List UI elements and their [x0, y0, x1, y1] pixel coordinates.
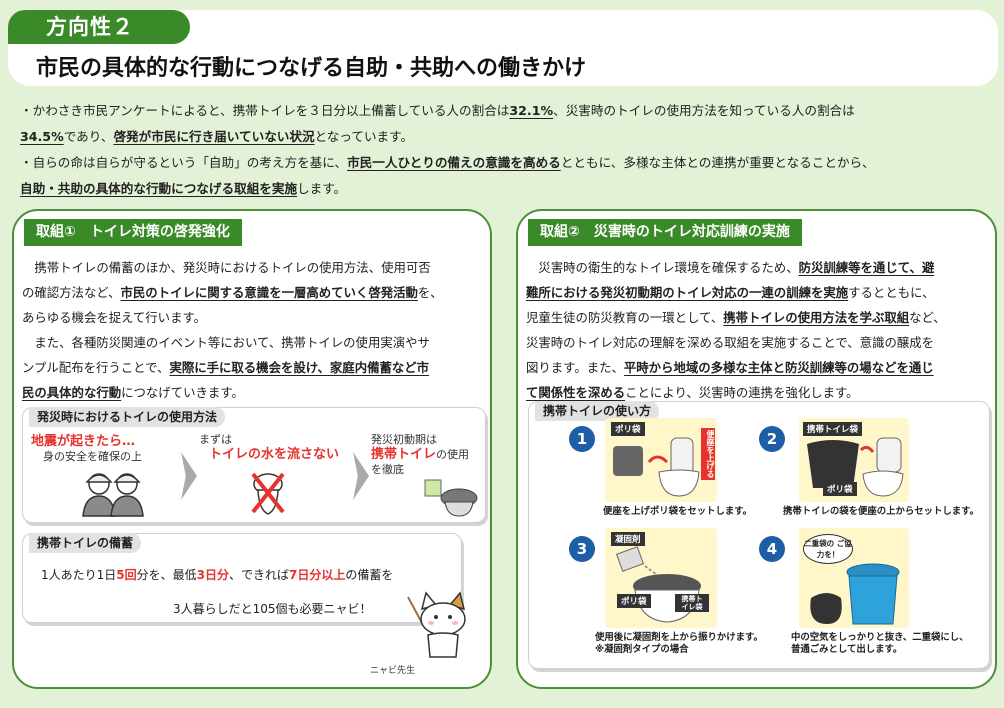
step-1-caption: 便座を上げポリ袋をセットします。 — [603, 506, 753, 517]
step-3-side-label: ポリ袋 — [617, 594, 651, 608]
portable-toilet-icon — [424, 479, 478, 517]
intro-line-2: 34.5%であり、啓発が市民に行き届いていない状況となっています。 — [20, 129, 414, 144]
step-portable-title: 携帯トイレ — [371, 447, 437, 462]
page-title: 市民の具体的な行動につなげる自助・共助への働きかけ — [36, 56, 587, 81]
trash-bin-icon — [810, 563, 900, 625]
intro-line-3: ・自らの命は自らが守るという「自助」の考え方を基に、市民一人ひとりの備えの意識を… — [20, 155, 875, 170]
step-3-caption-1: 使用後に凝固剤を上から振りかけます。 — [595, 632, 763, 643]
initiative-1-heading: 取組① トイレ対策の啓発強化 — [24, 219, 242, 246]
right-line-2: 難所における発災初動期のトイレ対応の一連の訓練を実施するとともに、 — [526, 285, 935, 300]
step-2-toilet-icon — [807, 437, 904, 497]
step-3-caption-2: ※凝固剤タイプの場合 — [595, 644, 689, 655]
toilet-no-flush-icon — [251, 472, 285, 515]
step-1-illustration: ポリ袋 便座を上げる — [605, 418, 717, 502]
step-3-illustration: 凝固剤 ポリ袋 携帯トイレ袋 — [605, 528, 717, 628]
howto-heading: 携帯トイレの使い方 — [535, 401, 660, 421]
initiative-1-panel: 取組① トイレ対策の啓発強化 携帯トイレの備蓄のほか、発災時におけるトイレの使用… — [12, 209, 492, 689]
initiative-2-body: 災害時の衛生的なトイレ環境を確保するため、防災訓練等を通じて、避 難所における発… — [526, 255, 985, 405]
step-3-side-label-2: 携帯トイレ袋 — [675, 594, 709, 612]
mascot-name: ニャビ先生 — [370, 666, 416, 676]
intro-line-1: ・かわさき市民アンケートによると、携帯トイレを３日分以上備蓄している人の割合は3… — [20, 103, 855, 118]
arrow-chevron-icon — [181, 452, 197, 500]
step-2-illustration: 携帯トイレ袋 ポリ袋 — [799, 418, 909, 502]
step-earthquake-title: 地震が起きたら… — [31, 434, 136, 449]
step-no-flush-pre: まずは — [199, 433, 232, 446]
portable-toilet-howto-box: 携帯トイレの使い方 1 ポリ袋 便座を上げる 便座を上げポリ袋をセットします。 … — [528, 401, 990, 669]
left-line-1: 携帯トイレの備蓄のほか、発災時におけるトイレの使用方法、使用可否 — [22, 260, 431, 275]
intro-line-4: 自助・共助の具体的な行動につなげる取組を実施します。 — [20, 181, 347, 196]
step-2-caption: 携帯トイレの袋を便座の上からセットします。 — [783, 506, 979, 517]
right-line-3: 児童生徒の防災教育の一環として、携帯トイレの使用方法を学ぶ取組など、 — [526, 310, 946, 325]
initiative-2-heading: 取組② 災害時のトイレ対応訓練の実施 — [528, 219, 802, 246]
step-no-flush: まずは トイレの水を流さない — [199, 432, 359, 462]
step-no-flush-title: トイレの水を流さない — [209, 447, 340, 462]
intro-text: ・かわさき市民アンケートによると、携帯トイレを３日分以上備蓄している人の割合は3… — [20, 98, 990, 202]
usage-heading: 発災時におけるトイレの使用方法 — [29, 407, 226, 427]
step-portable-pre: 発災初動期は — [371, 433, 437, 446]
cat-mascot-icon — [407, 591, 466, 658]
left-line-6: 民の具体的な行動につなげていきます。 — [22, 385, 244, 400]
step-portable-post: の使用 — [436, 448, 470, 461]
step-portable-toilet: 発災初動期は 携帯トイレの使用 を徹底 — [371, 432, 483, 477]
step-1-toilet-icon — [613, 437, 700, 497]
step-earthquake: 地震が起きたら… 身の安全を確保の上 — [31, 434, 181, 464]
initiative-2-panel: 取組② 災害時のトイレ対応訓練の実施 災害時の衛生的なトイレ環境を確保するため、… — [516, 209, 997, 689]
step-4-caption-2: 普通ごみとして出します。 — [791, 644, 903, 655]
step-3-toilet-icon — [615, 546, 701, 623]
step-3-tag: 凝固剤 — [611, 532, 645, 546]
left-line-5: ンプル配布を行うことで、実際に手に取る機会を設け、家庭内備蓄など市 — [22, 360, 430, 375]
workers-icon — [82, 473, 144, 517]
step-2-tag: 携帯トイレ袋 — [803, 422, 863, 436]
right-line-6: て関係性を深めることにより、災害時の連携を強化します。 — [526, 385, 859, 400]
stockpile-line-1: 1人あたり1日5回分を、最低3日分、できれば7日分以上の備蓄を — [41, 568, 394, 582]
step-3-number: 3 — [569, 536, 595, 562]
step-4-caption-1: 中の空気をしっかりと抜き、二重袋にし、 — [791, 632, 969, 643]
direction-tag: 方向性２ — [8, 10, 190, 44]
step-earthquake-text: 身の安全を確保の上 — [43, 450, 142, 463]
step-4-illustration: 二重袋の ご協力を！ — [799, 528, 909, 628]
step-1-side-label: 便座を上げる — [701, 428, 715, 480]
left-line-3: あらゆる機会を捉えて行います。 — [22, 310, 206, 325]
left-line-4: また、各種防災関連のイベント等において、携帯トイレの使用実演やサ — [22, 335, 430, 350]
right-line-1: 災害時の衛生的なトイレ環境を確保するため、防災訓練等を通じて、避 — [526, 260, 935, 275]
right-line-5: 図ります。また、平時から地域の多様な主体と防災訓練等の場などを通じ — [526, 360, 934, 375]
left-line-2: の確認方法など、市民のトイレに関する意識を一層高めていく啓発活動を、 — [22, 285, 443, 300]
initiative-1-body: 携帯トイレの備蓄のほか、発災時におけるトイレの使用方法、使用可否 の確認方法など… — [22, 255, 480, 405]
step-4-speech-bubble: 二重袋の ご協力を！ — [803, 534, 853, 564]
stockpile-heading: 携帯トイレの備蓄 — [29, 533, 142, 553]
step-1-tag: ポリ袋 — [611, 422, 645, 436]
step-1-number: 1 — [569, 426, 595, 452]
step-2-number: 2 — [759, 426, 785, 452]
stockpile-box: 携帯トイレの備蓄 1人あたり1日5回分を、最低3日分、できれば7日分以上の備蓄を… — [22, 533, 462, 623]
step-2-side-label: ポリ袋 — [823, 482, 857, 496]
arrow-chevron-icon — [353, 452, 369, 500]
step-portable-post2: を徹底 — [371, 463, 404, 476]
right-line-4: 災害時のトイレ対応の理解を深める取組を実施することで、意識の醸成を — [526, 335, 935, 350]
step-4-number: 4 — [759, 536, 785, 562]
stockpile-line-2: 3人暮らしだと105個も必要ニャビ！ — [173, 602, 372, 616]
disaster-toilet-usage-box: 発災時におけるトイレの使用方法 地震が起きたら… 身の安全を確保の上 まずは ト… — [22, 407, 486, 523]
